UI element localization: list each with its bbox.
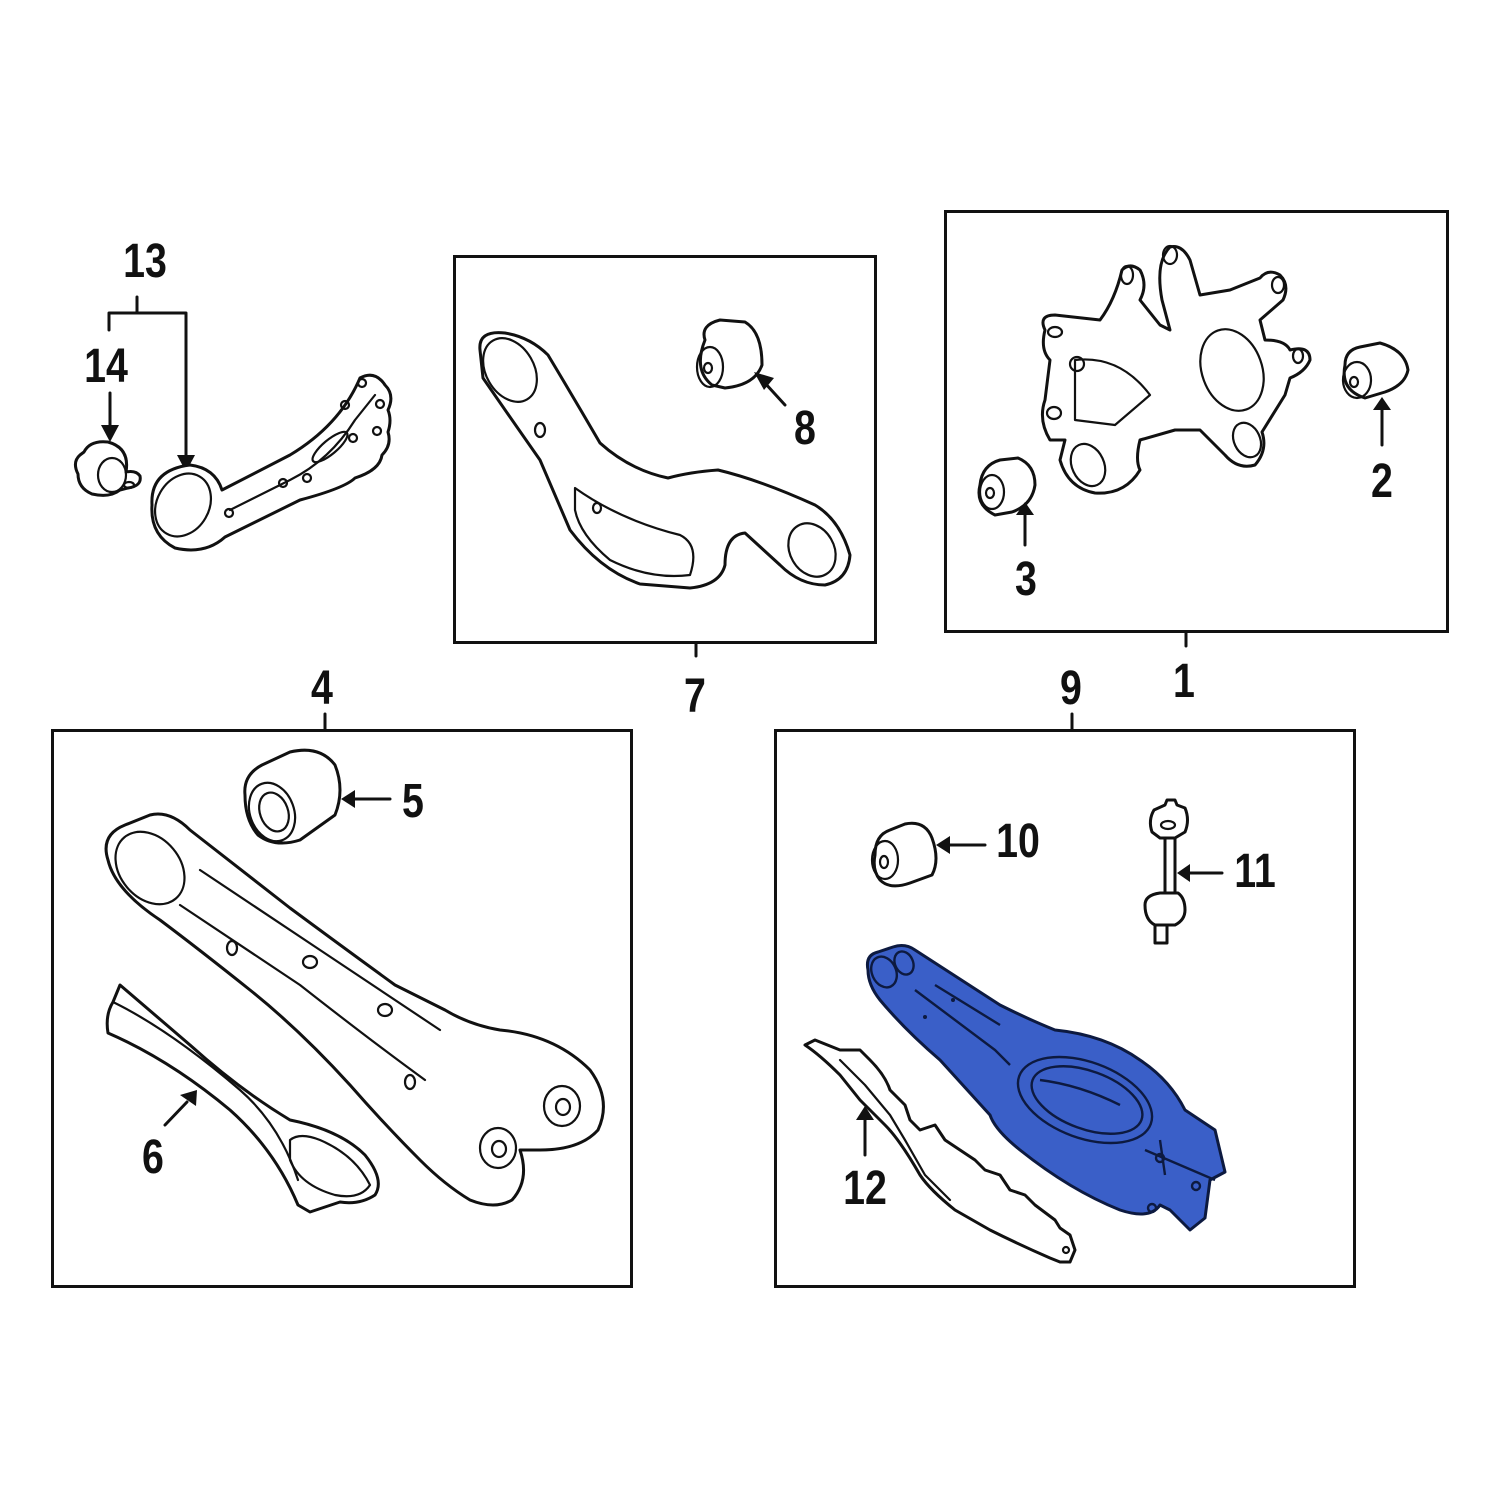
trailing-arm-13 <box>150 373 393 552</box>
callout-5[interactable]: 5 <box>402 775 424 828</box>
callout-12[interactable]: 12 <box>843 1162 887 1215</box>
callout-1[interactable]: 1 <box>1173 655 1195 708</box>
callout-6[interactable]: 6 <box>142 1131 164 1184</box>
bushing-14 <box>73 440 142 497</box>
callout-8[interactable]: 8 <box>794 402 816 455</box>
callout-11[interactable]: 11 <box>1234 845 1276 898</box>
callout-7[interactable]: 7 <box>684 670 706 723</box>
callout-4[interactable]: 4 <box>311 662 333 715</box>
lateral-arm-box <box>51 729 633 1288</box>
callout-9[interactable]: 9 <box>1060 662 1082 715</box>
callout-14[interactable]: 14 <box>84 340 128 393</box>
callout-3[interactable]: 3 <box>1015 553 1037 606</box>
callout-10[interactable]: 10 <box>996 815 1040 868</box>
callout-2[interactable]: 2 <box>1371 455 1393 508</box>
callout-13[interactable]: 13 <box>123 235 167 288</box>
